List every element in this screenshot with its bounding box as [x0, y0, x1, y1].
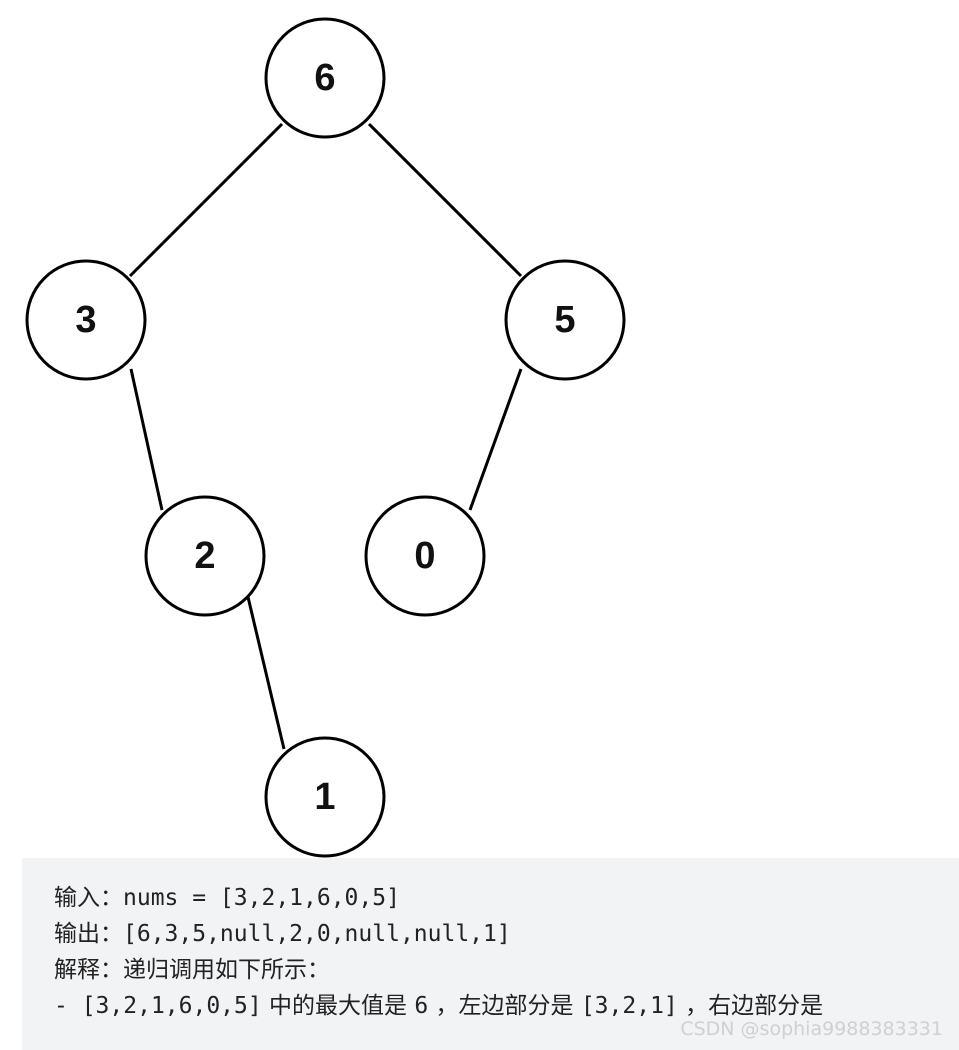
step-text-c: ，右边部分是: [677, 993, 824, 1019]
watermark: CSDN @sophia9988383331: [680, 1018, 943, 1040]
edge-6-5: [367, 122, 523, 278]
node-label: 5: [554, 299, 575, 341]
step-left: [3,2,1]: [580, 993, 678, 1019]
input-line: 输入：nums = [3,2,1,6,0,5]: [54, 880, 959, 916]
tree-node: 0: [364, 495, 486, 617]
input-label: 输入：: [54, 885, 123, 911]
edge-2-1: [246, 596, 286, 750]
output-line: 输出：[6,3,5,null,2,0,null,null,1]: [54, 916, 959, 952]
binary-tree-diagram: 6 3 5 2 0 1: [25, 17, 626, 858]
node-label: 0: [414, 535, 435, 577]
step-line: - [3,2,1,6,0,5] 中的最大值是 6 ，左边部分是 [3,2,1] …: [54, 988, 959, 1024]
step-text-a: 中的最大值是: [261, 993, 415, 1019]
node-label: 6: [314, 57, 335, 99]
explain-line: 解释：递归调用如下所示：: [54, 952, 959, 988]
tree-node: 3: [25, 259, 147, 381]
tree-node: 6: [264, 17, 386, 139]
output-label: 输出：: [54, 921, 123, 947]
input-value: nums = [3,2,1,6,0,5]: [123, 885, 400, 911]
edge-6-3: [128, 122, 284, 278]
node-label: 1: [314, 776, 335, 818]
edge-3-2: [129, 368, 164, 511]
explain-label: 解释：: [54, 957, 123, 983]
node-label: 3: [75, 299, 96, 341]
step-text-b: ，左边部分是: [428, 993, 581, 1019]
output-value: [6,3,5,null,2,0,null,null,1]: [123, 921, 511, 947]
step-prefix: -: [54, 993, 82, 1019]
tree-node: 1: [264, 736, 386, 858]
step-max: 6: [414, 993, 429, 1019]
step-array: [3,2,1,6,0,5]: [81, 993, 262, 1019]
example-code-block: 输入：nums = [3,2,1,6,0,5] 输出：[6,3,5,null,2…: [22, 858, 959, 1050]
edge-5-0: [468, 368, 523, 511]
node-label: 2: [194, 535, 215, 577]
tree-node: 2: [144, 495, 266, 617]
explain-text: 递归调用如下所示：: [123, 957, 330, 983]
tree-node: 5: [504, 259, 626, 381]
